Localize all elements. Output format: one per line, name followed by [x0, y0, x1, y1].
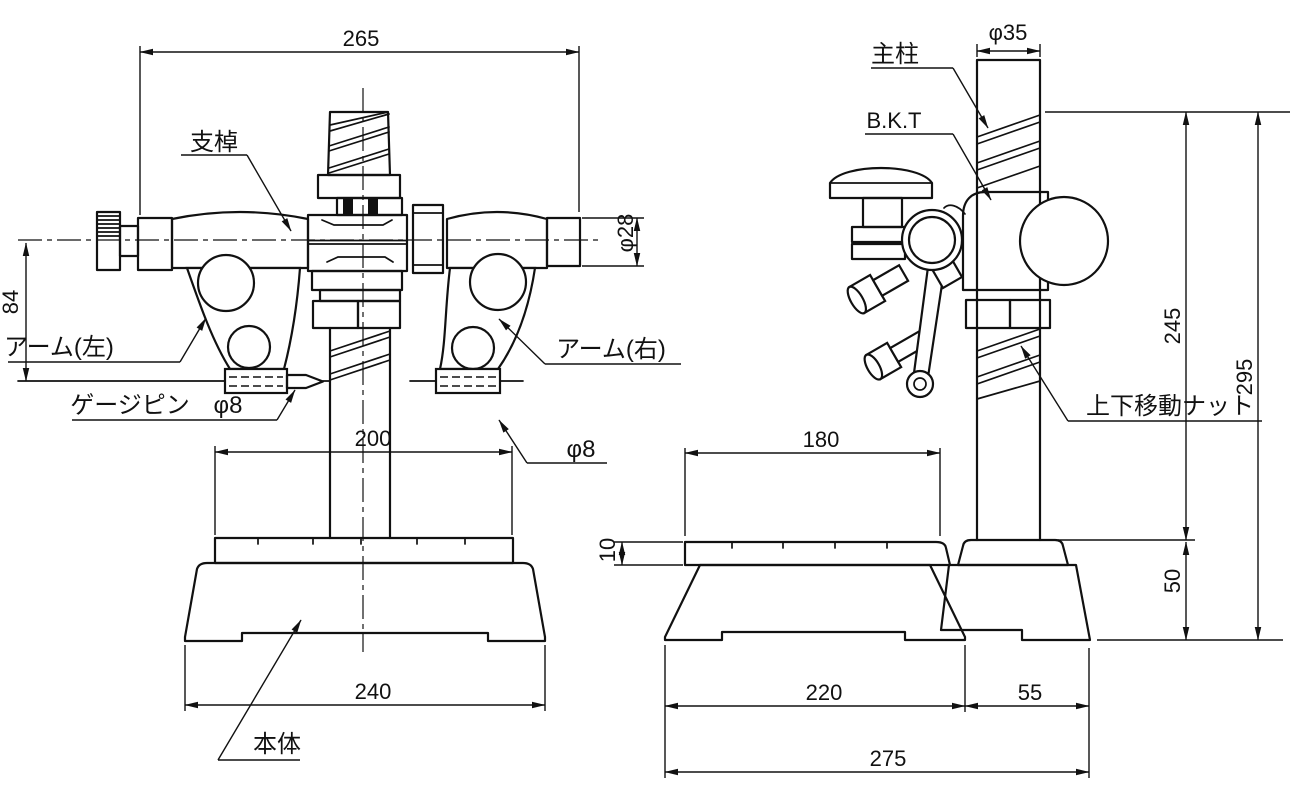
dim-gauge-pin-diameter: φ8	[214, 392, 243, 419]
dim-column-height: 245	[1160, 308, 1185, 345]
label-body: 本体	[253, 731, 301, 758]
dim-pillar-diameter: φ8	[567, 436, 596, 463]
label-updown-nut: 上下移動ナット	[1086, 393, 1254, 420]
base-table-plate	[213, 536, 515, 565]
front-view: 265 84 φ28 200 240 支棹 アーム(左) ゲージピン φ8	[0, 26, 681, 761]
plate-ticks	[257, 537, 466, 545]
lower-collar	[310, 269, 404, 292]
dim-arm-diameter: φ28	[613, 214, 638, 253]
base-body	[183, 561, 547, 643]
dim-table-thickness: 10	[595, 538, 620, 562]
dim-table-width: 200	[355, 426, 392, 451]
front-labels: 支棹 アーム(左) ゲージピン φ8 アーム(右) φ8 本体	[4, 129, 681, 761]
knob-washer-lower	[850, 242, 907, 261]
label-bracket: B.K.T	[866, 108, 921, 133]
arm-left-hole-lower	[226, 324, 272, 370]
gauge-pin-holder-left	[223, 367, 289, 395]
lower-step	[318, 288, 402, 303]
thumb-screw-upper	[846, 263, 910, 315]
knob-shaft	[118, 224, 140, 258]
top-knob-stem	[861, 196, 904, 229]
bkt-bracket-block	[961, 190, 1050, 292]
arm-right-hole-lower	[450, 325, 496, 371]
clamp-ring-inner	[907, 215, 957, 265]
dim-base-height: 50	[1160, 569, 1185, 593]
side-base-rear-body	[939, 563, 1092, 642]
label-arm-left: アーム(左)	[4, 334, 114, 361]
front-spindle-column	[310, 110, 404, 540]
updown-nut-side	[1008, 298, 1052, 330]
column-lower-threads	[976, 328, 1041, 400]
column-top-threads	[976, 114, 1041, 189]
side-column	[975, 58, 1042, 542]
dim-column-diameter: φ35	[989, 20, 1028, 45]
dim-overall-width: 265	[343, 26, 380, 51]
front-base	[183, 536, 547, 643]
dim-base-width: 240	[355, 679, 392, 704]
label-gauge-pin: ゲージピン	[70, 392, 190, 419]
pillar-threads	[329, 330, 391, 381]
side-labels: 主柱 B.K.T 上下移動ナット	[865, 41, 1262, 422]
knurled-ring	[311, 299, 360, 330]
side-base-cap	[956, 538, 1070, 567]
label-arm-right: アーム(右)	[556, 336, 666, 363]
dim-table-width-side: 180	[803, 427, 840, 452]
center-clamp-block	[306, 213, 409, 273]
front-arms	[17, 252, 537, 395]
clamp-ball-knob	[1018, 195, 1110, 287]
side-base-front-body	[663, 563, 967, 642]
arm-right-hole-upper	[468, 252, 528, 312]
arm-left-hole-upper	[196, 253, 256, 313]
dim-total-height: 295	[1232, 359, 1257, 396]
gauge-pin-holder-right	[434, 367, 502, 395]
knob-washer-upper	[850, 225, 907, 244]
arm-nut	[411, 203, 445, 275]
label-main-column: 主柱	[871, 41, 919, 68]
dim-arm-height: 84	[0, 290, 23, 314]
gauge-pin	[285, 373, 325, 390]
label-support-rod: 支棹	[190, 129, 238, 156]
side-dimensions: φ35 245 295 50 180 10 220 55	[595, 20, 1290, 778]
arm-end-block	[136, 216, 174, 272]
spindle-flange	[316, 173, 402, 200]
dim-base-total-width: 275	[870, 746, 907, 771]
top-spindle-threads	[328, 111, 390, 174]
side-table-plate	[683, 540, 952, 567]
side-view: φ35 245 295 50 180 10 220 55	[595, 20, 1290, 778]
link-eye-ring	[905, 369, 935, 399]
updown-nut-knurled	[964, 298, 1012, 330]
knurled-ring-side	[356, 299, 402, 330]
front-dimensions: 265 84 φ28 200 240	[0, 26, 644, 711]
side-base	[663, 538, 1092, 642]
front-centerlines	[18, 88, 600, 652]
dim-base-front-width: 220	[806, 680, 843, 705]
side-knob-knurling	[97, 215, 120, 237]
side-plate-ticks	[731, 541, 888, 549]
side-bracket-assembly	[828, 166, 1110, 399]
dim-base-side-depth: 55	[1018, 680, 1042, 705]
arm-end-cylinder	[545, 216, 582, 268]
